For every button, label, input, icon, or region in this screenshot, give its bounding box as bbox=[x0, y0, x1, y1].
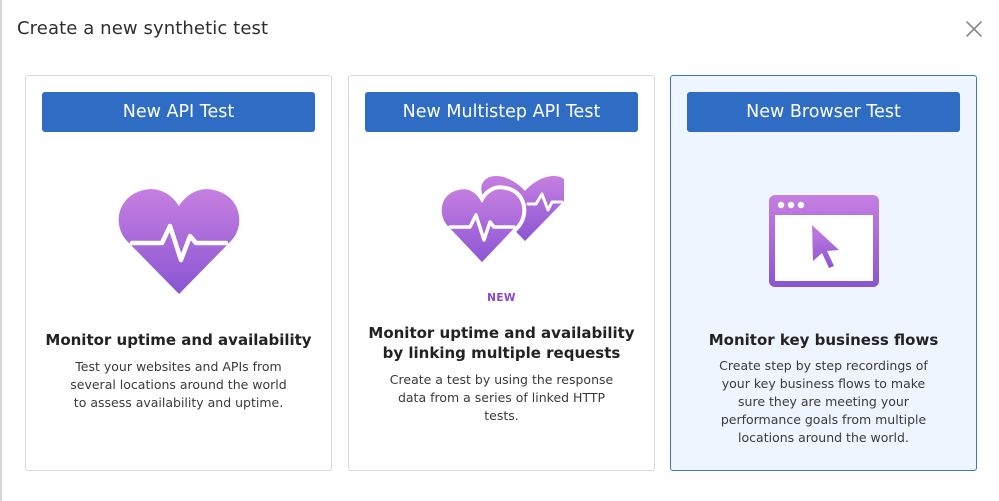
card-description: Create a test by using the response data… bbox=[389, 372, 614, 423]
heart-pulse-icon bbox=[26, 188, 331, 296]
modal-left-border bbox=[0, 0, 2, 501]
double-heart-pulse-icon bbox=[349, 172, 654, 268]
card-title: Monitor key business flows bbox=[708, 331, 939, 349]
new-multistep-api-test-button[interactable]: New Multistep API Test bbox=[365, 92, 638, 132]
card-title: Monitor uptime and availability by linki… bbox=[368, 324, 635, 362]
card-description: Test your websites and APIs from several… bbox=[70, 359, 287, 410]
new-browser-test-button[interactable]: New Browser Test bbox=[687, 92, 960, 132]
test-type-cards: New API Test Monitor uptime and availabi… bbox=[25, 75, 978, 471]
modal-title: Create a new synthetic test bbox=[17, 18, 269, 39]
new-badge: NEW bbox=[487, 292, 516, 304]
card-title: Monitor uptime and availability bbox=[45, 331, 312, 349]
close-icon[interactable] bbox=[963, 18, 985, 40]
new-api-test-button[interactable]: New API Test bbox=[42, 92, 315, 132]
card-api-test[interactable]: New API Test Monitor uptime and availabi… bbox=[25, 75, 332, 471]
card-multistep-api-test[interactable]: New Multistep API Test NEW Monitor bbox=[348, 75, 655, 471]
card-description: Create step by step recordings of your k… bbox=[719, 358, 928, 445]
browser-cursor-icon bbox=[671, 193, 976, 289]
card-browser-test[interactable]: New Browser Test M bbox=[670, 75, 977, 471]
